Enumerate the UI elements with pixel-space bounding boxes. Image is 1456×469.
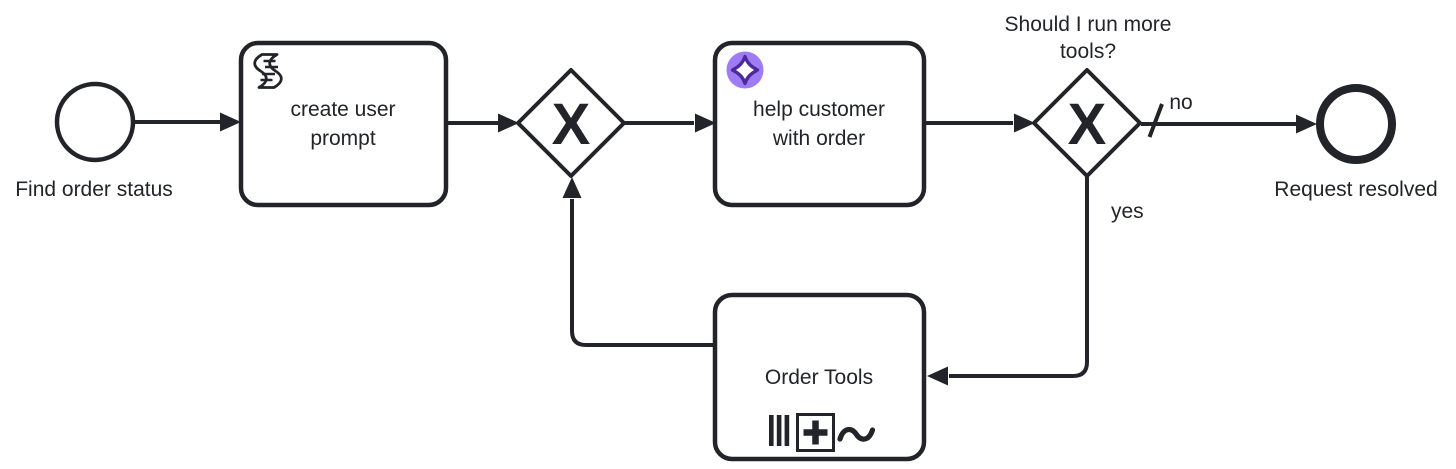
flow-no-to-end: no — [1141, 91, 1317, 138]
arrowhead-icon — [1014, 113, 1035, 133]
flow-gateway-to-help-customer — [625, 113, 716, 133]
flow-order-tools-loop-back — [562, 177, 714, 347]
default-flow-slash-icon — [1147, 103, 1164, 138]
task-label-line1: create user — [290, 98, 395, 121]
flow-help-customer-to-decision — [926, 113, 1035, 133]
subprocess-label: Order Tools — [765, 366, 873, 389]
ai-sparkle-icon — [726, 51, 764, 89]
flow-label-no: no — [1169, 91, 1192, 114]
arrowhead-icon — [1296, 114, 1317, 134]
task-label-line2: prompt — [310, 127, 376, 150]
exclusive-gateway-loop: X — [516, 68, 626, 178]
subprocess-plus-icon — [796, 413, 835, 452]
end-event-label: Request resolved — [1274, 178, 1437, 201]
subprocess-order-tools: Order Tools — [712, 292, 927, 462]
task-help-customer: help customer with order — [712, 40, 927, 208]
task-create-user-prompt: create user prompt — [238, 40, 449, 208]
script-icon — [253, 53, 283, 89]
flow-label-yes: yes — [1111, 200, 1144, 223]
flow-start-to-create-prompt — [134, 112, 241, 132]
start-event-label: Find order status — [15, 178, 173, 201]
gateway-question-line1: Should I run more — [1005, 13, 1172, 36]
task-label-line1: help customer — [753, 98, 885, 121]
arrowhead-icon — [562, 177, 582, 198]
task-label-line2: with order — [772, 127, 865, 150]
gateway-x-symbol: X — [552, 92, 591, 157]
start-event: Find order status — [15, 81, 173, 201]
multi-instance-parallel-icon — [769, 415, 790, 446]
arrowhead-icon — [498, 113, 519, 133]
ad-hoc-tilde-icon — [837, 426, 876, 442]
arrowhead-icon — [927, 366, 948, 386]
flow-yes-to-order-tools: yes — [927, 177, 1144, 386]
gateway-question-line2: tools? — [1060, 40, 1116, 63]
arrowhead-icon — [220, 112, 241, 132]
exclusive-gateway-decision: X Should I run more tools? — [1005, 13, 1172, 178]
gateway-x-symbol: X — [1068, 92, 1107, 157]
end-event: Request resolved — [1274, 84, 1438, 201]
arrowhead-icon — [695, 113, 716, 133]
flow-create-prompt-to-gateway — [447, 113, 519, 133]
